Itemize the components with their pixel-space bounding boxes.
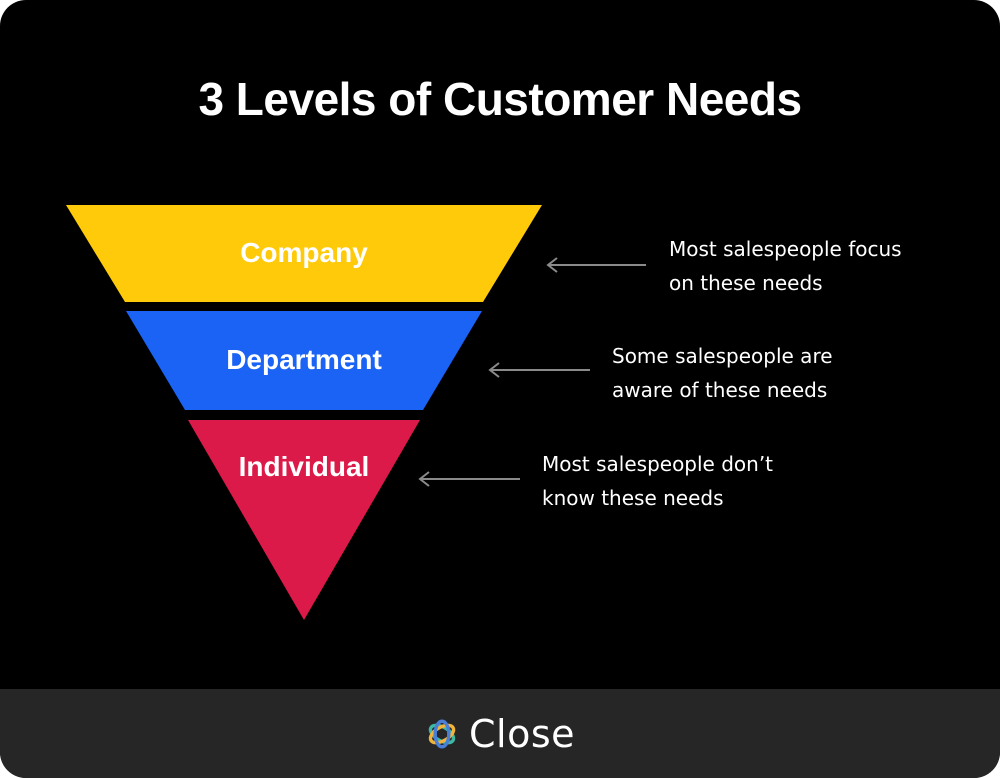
funnel-level-company xyxy=(66,205,542,302)
arrow-department xyxy=(488,362,590,378)
brand-lockup: Close xyxy=(0,689,1000,778)
funnel-label-department: Department xyxy=(226,344,382,375)
funnel-level-individual xyxy=(188,420,420,620)
note-individual: Most salespeople don’t know these needs xyxy=(542,447,773,515)
funnel-diagram: Company Department Individual xyxy=(66,205,646,620)
note-company-line2: on these needs xyxy=(669,271,823,295)
close-logo-icon xyxy=(428,719,456,748)
brand-footer: Close xyxy=(0,689,1000,778)
note-department-line1: Some salespeople are xyxy=(612,344,833,368)
funnel-level-department xyxy=(126,311,482,410)
note-individual-line2: know these needs xyxy=(542,486,724,510)
note-individual-line1: Most salespeople don’t xyxy=(542,452,774,476)
note-company-line1: Most salespeople focus xyxy=(669,237,902,261)
arrow-company xyxy=(546,257,646,273)
diagram-title: 3 Levels of Customer Needs xyxy=(198,73,802,125)
note-company: Most salespeople focus on these needs xyxy=(669,232,902,300)
brand-name: Close xyxy=(468,711,576,756)
funnel-label-company: Company xyxy=(240,237,368,268)
note-department-line2: aware of these needs xyxy=(612,378,828,402)
funnel-label-individual: Individual xyxy=(239,451,370,482)
arrow-individual xyxy=(418,471,520,487)
note-department: Some salespeople are aware of these need… xyxy=(612,339,833,407)
